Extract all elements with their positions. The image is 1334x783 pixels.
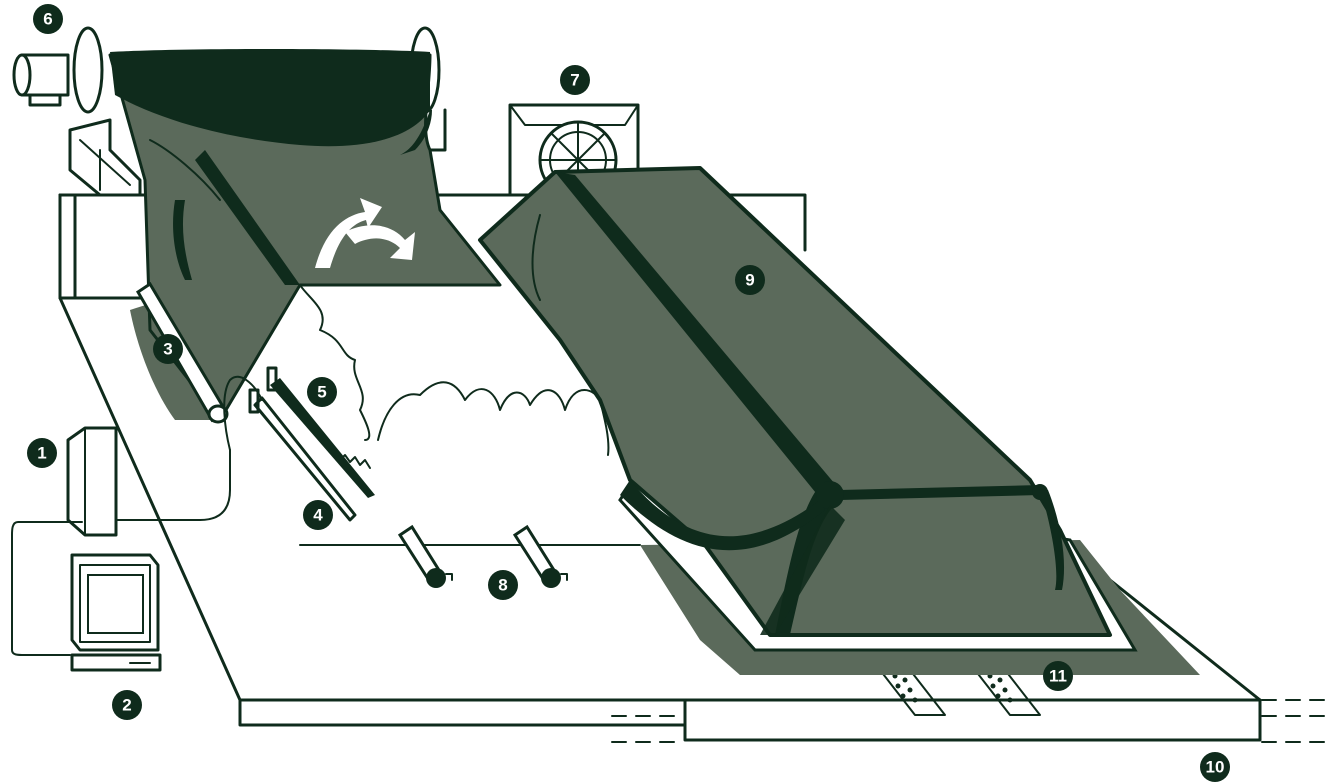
callout-11: 11 <box>1043 661 1073 691</box>
callout-2-label: 2 <box>122 696 131 715</box>
callout-4: 4 <box>303 500 333 530</box>
callout-11-label: 11 <box>1049 667 1067 686</box>
callout-1: 1 <box>27 438 57 468</box>
callout-9: 9 <box>735 265 765 295</box>
callout-7-label: 7 <box>570 71 579 90</box>
callout-9-label: 9 <box>745 271 754 290</box>
callout-10: 10 <box>1200 752 1230 782</box>
roll-motor <box>14 55 68 105</box>
callout-3: 3 <box>153 334 183 364</box>
callout-2: 2 <box>112 690 142 720</box>
callout-6-label: 6 <box>43 10 52 29</box>
callout-10-label: 10 <box>1206 758 1225 777</box>
callout-5: 5 <box>307 377 337 407</box>
callout-8: 8 <box>488 570 518 600</box>
callout-4-label: 4 <box>313 506 323 525</box>
callout-6: 6 <box>33 4 63 34</box>
computer-monitor-icon <box>72 555 160 670</box>
table-extension-lines <box>612 700 1334 742</box>
vacuum-perforation-strips <box>880 670 1040 715</box>
callout-8-label: 8 <box>498 576 507 595</box>
callout-1-label: 1 <box>37 444 46 463</box>
callout-5-label: 5 <box>317 383 326 402</box>
callout-7: 7 <box>560 65 590 95</box>
callout-3-label: 3 <box>163 340 172 359</box>
